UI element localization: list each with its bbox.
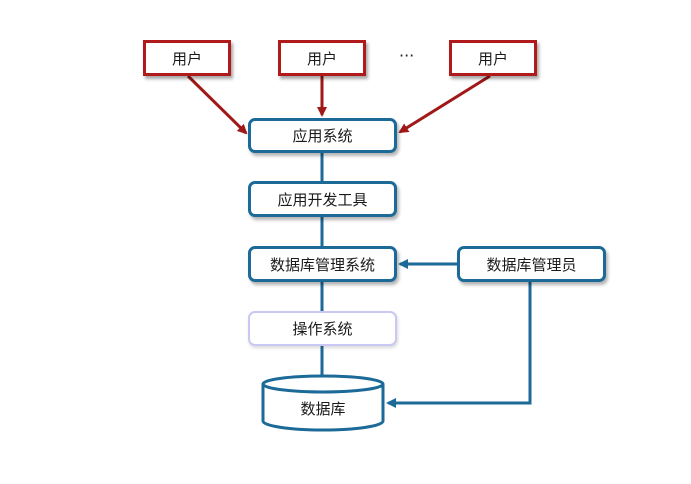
dba-label: 数据库管理员	[486, 255, 577, 274]
user-box-2: 用户	[278, 40, 366, 76]
user-label: 用户	[171, 49, 202, 68]
dbms-box: 数据库管理系统	[248, 246, 397, 282]
os-label: 操作系统	[292, 320, 353, 338]
dev-tools-box: 应用开发工具	[248, 181, 397, 217]
application-system-label: 应用系统	[292, 127, 353, 145]
application-system-box: 应用系统	[248, 118, 397, 153]
arrow-user3-to-app	[398, 74, 491, 134]
ellipsis: ···	[399, 46, 415, 65]
database-label: 数据库	[300, 400, 346, 418]
user-box-3: 用户	[449, 40, 537, 76]
arrow-user1-to-app	[186, 74, 248, 135]
dba-box: 数据库管理员	[457, 246, 606, 282]
user-label: 用户	[306, 49, 337, 68]
os-box: 操作系统	[248, 311, 397, 346]
user-label: 用户	[477, 49, 508, 68]
database-cylinder	[261, 374, 385, 432]
user-box-1: 用户	[143, 40, 231, 76]
dev-tools-label: 应用开发工具	[277, 190, 368, 209]
arrow-dba-to-database	[386, 281, 532, 408]
dbms-label: 数据库管理系统	[269, 255, 375, 274]
